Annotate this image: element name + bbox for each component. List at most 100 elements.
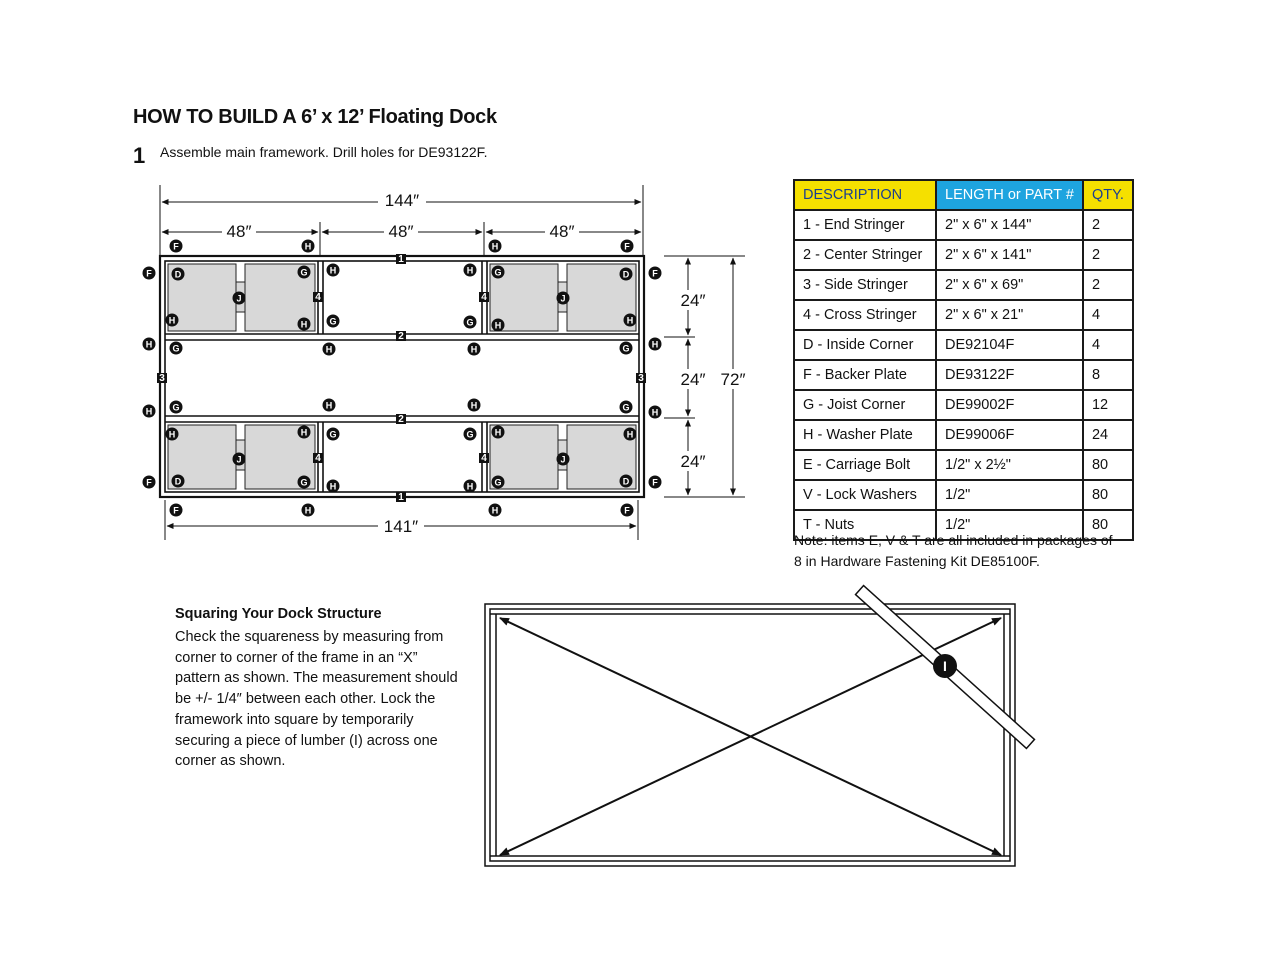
hardware-marker-washer-plate: H (142, 337, 156, 351)
svg-text:H: H (301, 427, 308, 437)
squaring-instructions: Check the squareness by measuring from c… (175, 629, 458, 770)
label-cross-stringer-2: 4 (481, 292, 487, 303)
hardware-marker-washer-plate: H (488, 239, 502, 253)
svg-text:H: H (305, 241, 312, 251)
svg-text:F: F (146, 268, 152, 278)
svg-text:I: I (943, 658, 947, 674)
hardware-marker-washer-plate: H (467, 398, 481, 412)
svg-text:H: H (492, 505, 499, 515)
svg-text:G: G (466, 429, 473, 439)
dim-row-3: 24″ (681, 452, 706, 471)
hardware-marker-washer-plate: H (297, 317, 311, 331)
part-qty: 80 (1081, 509, 1134, 541)
svg-text:F: F (624, 241, 630, 251)
hardware-marker-backer-plate: F (620, 503, 634, 517)
hardware-note: Note: items E, V & T are all included in… (794, 532, 1113, 569)
parts-table: DESCRIPTION LENGTH or PART # QTY. 1 - En… (793, 179, 1134, 541)
hardware-marker-joist-corner: G (463, 315, 477, 329)
svg-text:G: G (622, 343, 629, 353)
part-size: 2" x 6" x 69" (935, 269, 1084, 301)
part-size: 1/2" x 2½" (935, 449, 1084, 481)
part-description: 3 - Side Stringer (793, 269, 937, 301)
part-size: 2" x 6" x 144" (935, 209, 1084, 241)
header-qty: QTY. (1081, 179, 1134, 211)
svg-text:G: G (300, 477, 307, 487)
svg-text:G: G (466, 317, 473, 327)
svg-text:G: G (494, 267, 501, 277)
label-cross-stringer-1: 4 (315, 292, 321, 303)
dim-section-1: 48″ (227, 222, 252, 241)
part-size: 1/2" (935, 509, 1084, 541)
hardware-marker-washer-plate: H (322, 342, 336, 356)
svg-text:F: F (146, 477, 152, 487)
dim-row-1: 24″ (681, 291, 706, 310)
svg-text:G: G (494, 477, 501, 487)
hardware-marker-washer-plate: H (326, 263, 340, 277)
hardware-marker-inside-corner: D (171, 267, 185, 281)
part-size: DE99006F (935, 419, 1084, 451)
svg-text:H: H (495, 320, 502, 330)
part-description: T - Nuts (793, 509, 937, 541)
hardware-marker-joist-corner: G (491, 265, 505, 279)
label-end-stringer-top: 1 (398, 254, 404, 265)
svg-text:J: J (236, 293, 241, 303)
part-description: 4 - Cross Stringer (793, 299, 937, 331)
dim-row-2: 24″ (681, 370, 706, 389)
part-size: 2" x 6" x 21" (935, 299, 1084, 331)
dim-section-3: 48″ (550, 222, 575, 241)
svg-text:G: G (172, 343, 179, 353)
svg-text:F: F (173, 241, 179, 251)
dim-section-2: 48″ (389, 222, 414, 241)
svg-text:H: H (146, 339, 153, 349)
svg-text:D: D (175, 269, 182, 279)
svg-text:H: H (330, 481, 337, 491)
hardware-marker-inside-corner: D (619, 474, 633, 488)
part-qty: 4 (1081, 299, 1134, 331)
label-end-stringer-bottom: 1 (398, 492, 404, 503)
hardware-marker-backer-plate: F (142, 475, 156, 489)
part-description: 2 - Center Stringer (793, 239, 937, 271)
hardware-marker-backer-plate: F (169, 239, 183, 253)
svg-text:J: J (560, 293, 565, 303)
hardware-marker-washer-plate: H (623, 313, 637, 327)
part-qty: 80 (1081, 449, 1134, 481)
step-number: 1 (133, 143, 146, 168)
svg-text:H: H (627, 315, 634, 325)
svg-text:H: H (146, 406, 153, 416)
part-size: DE92104F (935, 329, 1084, 361)
svg-text:F: F (652, 268, 658, 278)
part-description: 1 - End Stringer (793, 209, 937, 241)
hardware-marker-washer-plate: H (491, 318, 505, 332)
svg-text:H: H (326, 400, 333, 410)
hardware-marker-joist-corner: G (463, 427, 477, 441)
hardware-marker-float: J (232, 452, 246, 466)
page-title: HOW TO BUILD A 6’ x 12’ Floating Dock (133, 106, 497, 128)
hardware-marker-backer-plate: F (648, 475, 662, 489)
part-qty: 8 (1081, 359, 1134, 391)
dim-bottom-width: 141″ (384, 517, 418, 536)
svg-text:D: D (623, 269, 630, 279)
hardware-marker-backer-plate: F (169, 503, 183, 517)
svg-text:H: H (305, 505, 312, 515)
hardware-marker-washer-plate: H (301, 239, 315, 253)
header-description: DESCRIPTION (793, 179, 937, 211)
svg-text:G: G (300, 267, 307, 277)
hardware-marker-joist-corner: G (326, 314, 340, 328)
part-qty: 2 (1081, 239, 1134, 271)
hardware-marker-washer-plate: H (648, 405, 662, 419)
svg-text:H: H (326, 344, 333, 354)
hardware-marker-washer-plate: H (322, 398, 336, 412)
part-description: V - Lock Washers (793, 479, 937, 511)
hardware-marker-joist-corner: G (169, 341, 183, 355)
part-description: G - Joist Corner (793, 389, 937, 421)
hardware-marker-backer-plate: F (648, 266, 662, 280)
svg-text:H: H (652, 407, 659, 417)
svg-text:H: H (169, 429, 176, 439)
